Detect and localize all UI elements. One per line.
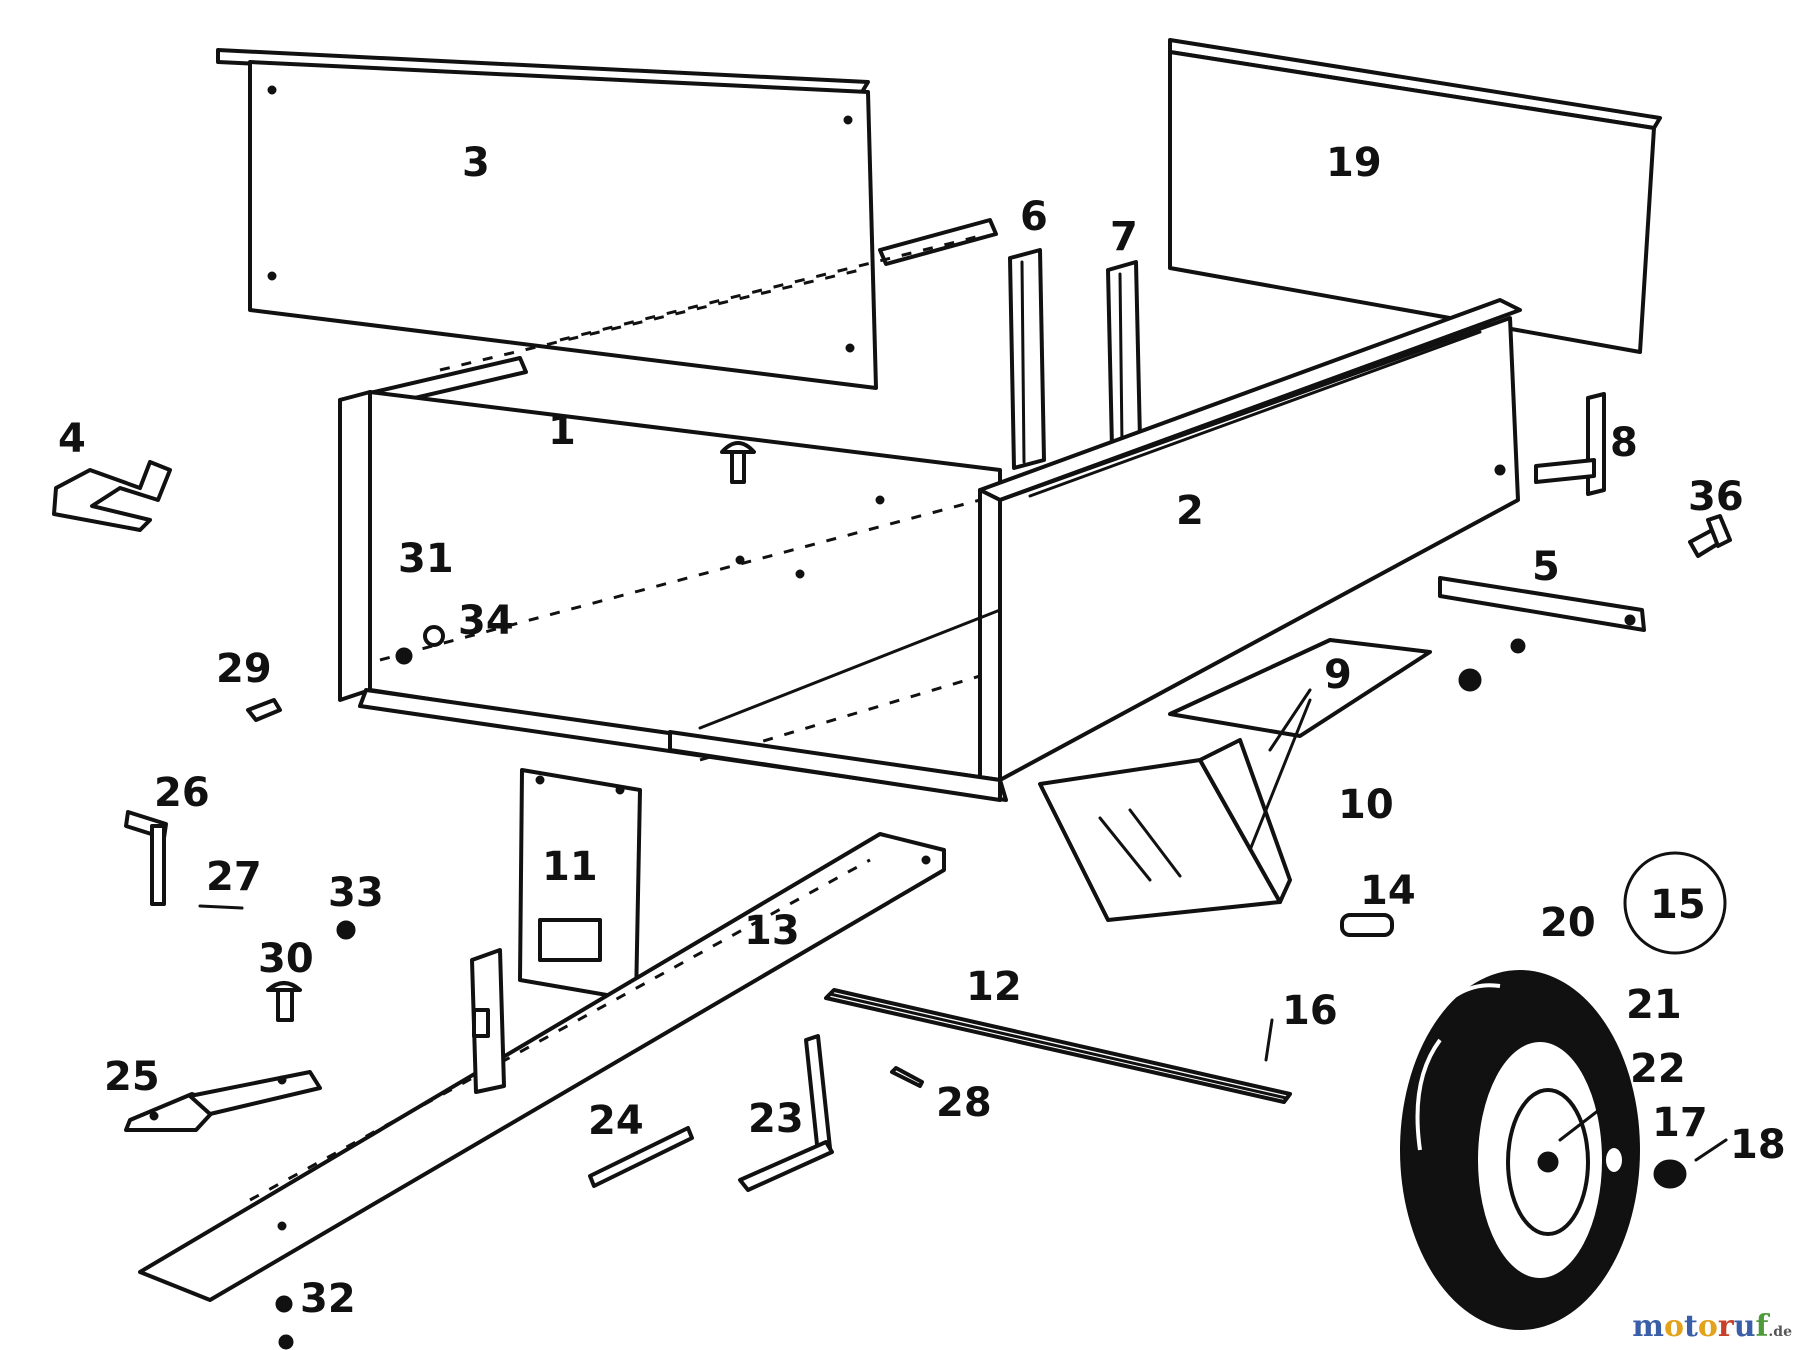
part-29-washer [246,698,282,722]
part-6-stake [1008,248,1046,470]
part-20-wheel [1400,970,1640,1330]
part-33-nut [336,920,356,940]
part-34-washer [423,625,445,647]
part-4-bracket [52,460,172,532]
label-13: 13 [744,908,800,954]
part-3-side-board [216,48,878,390]
label-2: 2 [1176,488,1204,534]
leader-lines [1558,1048,1614,1142]
label-6: 6 [1020,194,1048,240]
part-13-tongue [138,832,946,1302]
label-17: 17 [1652,1100,1708,1146]
label-31: 31 [398,536,454,582]
watermark-tld: .de [1768,1324,1792,1340]
label-19: 19 [1326,140,1382,186]
label-8: 8 [1610,420,1638,466]
label-14: 14 [1360,868,1416,914]
part-17-washer [1602,1144,1626,1176]
part-24-spring [588,1126,694,1188]
part-16-cotter [1264,1018,1274,1062]
part-19-side-board [1168,38,1662,354]
part-labels: 1 2 3 4 5 6 7 8 9 10 11 12 13 14 15 16 1… [58,140,1786,1322]
motoruf-watermark: motoruf.de [1632,1309,1792,1344]
part-7-stake [1106,260,1142,450]
part-36-bolt [1688,514,1732,558]
label-1: 1 [548,408,576,454]
label-30: 30 [258,936,314,982]
part-23-crank [738,1034,834,1192]
carriage-bolt [720,441,756,484]
label-11: 11 [542,844,598,890]
label-9: 9 [1324,652,1352,698]
part-9-plate [1168,638,1432,738]
part-14-clip [1340,913,1394,937]
part-12-axle [824,988,1292,1104]
part-32-nut [275,1295,294,1350]
label-36: 36 [1688,474,1744,520]
label-26: 26 [154,770,210,816]
part-5-bar [1438,576,1646,632]
label-5: 5 [1532,544,1560,590]
label-23: 23 [748,1096,804,1142]
part-10-hitch-bracket [1038,688,1312,922]
label-20: 20 [1540,900,1596,946]
part-28-pin [890,1066,924,1088]
part-11-tongue-bracket [518,768,642,1002]
label-15: 15 [1650,882,1706,928]
label-24: 24 [588,1098,644,1144]
watermark-brand: motoruf [1632,1309,1769,1344]
part-25-hinge [124,1070,322,1132]
part-27-pin [198,904,244,910]
label-27: 27 [206,854,262,900]
label-16: 16 [1282,988,1338,1034]
label-18: 18 [1730,1122,1786,1168]
part-15-circle-marker [1623,851,1727,955]
label-10: 10 [1338,782,1394,828]
label-22: 22 [1630,1046,1686,1092]
part-8-angle-bracket [1534,392,1606,496]
label-21: 21 [1626,982,1682,1028]
label-7: 7 [1110,214,1138,260]
front-bottom-rail [358,608,1008,802]
part-1-box [338,390,1301,787]
part-31-nut [395,647,413,665]
label-25: 25 [104,1054,160,1100]
part-18-cap [1653,1138,1728,1189]
label-32: 32 [300,1276,356,1322]
label-12: 12 [966,964,1022,1010]
label-34: 34 [458,598,514,644]
part-30-bolt [266,981,302,1022]
label-33: 33 [328,870,384,916]
label-3: 3 [462,140,490,186]
label-28: 28 [936,1080,992,1126]
latch-handle [470,948,506,1094]
nut-hardware [1458,638,1526,692]
label-29: 29 [216,646,272,692]
part-26-eye-bolt [124,810,168,906]
label-4: 4 [58,416,86,462]
part-2-box-side [978,298,1522,792]
